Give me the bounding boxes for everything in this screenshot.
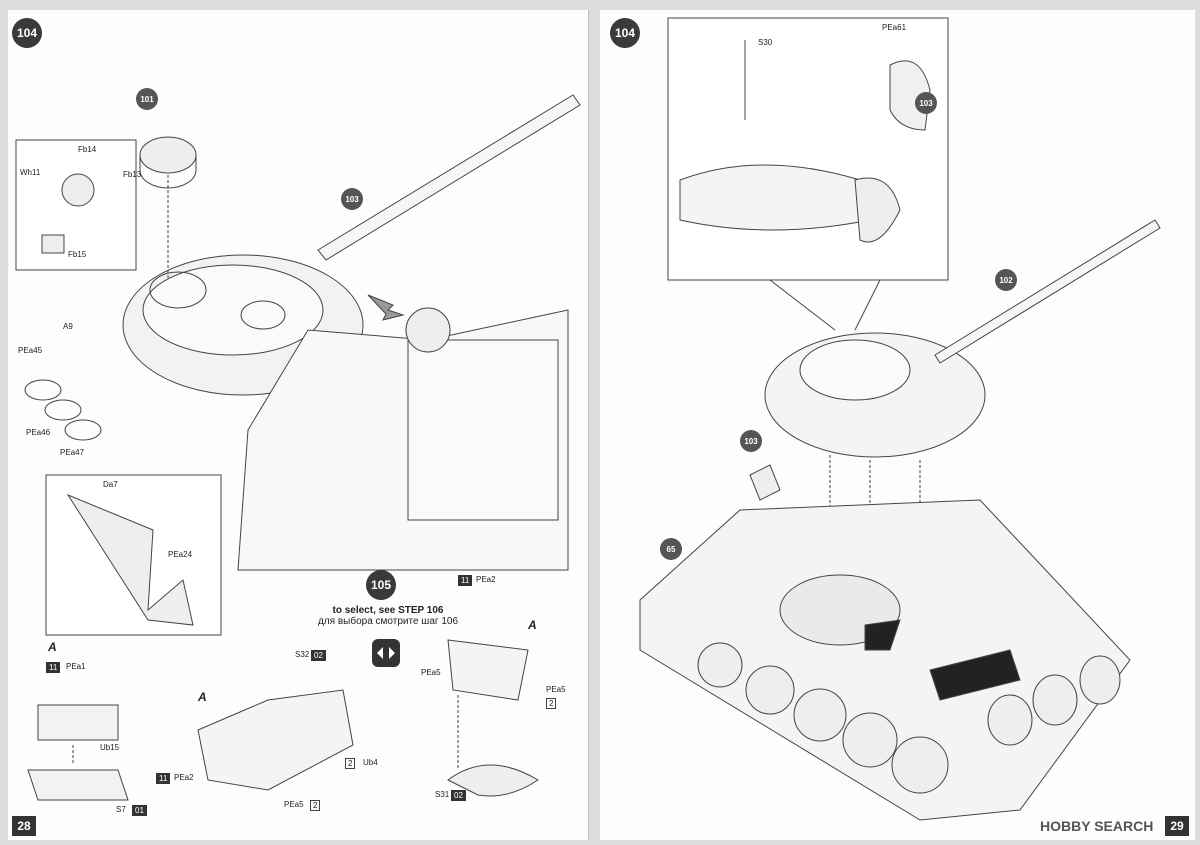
part-label: S30: [758, 38, 773, 47]
part-label: A9: [63, 322, 73, 331]
part-label: PEa47: [60, 448, 85, 457]
part-label: Da7: [103, 480, 118, 489]
part-label: Ub15: [100, 743, 120, 752]
part-label: Wh11: [20, 168, 41, 177]
step-number: 104: [610, 18, 640, 48]
part-label: S32: [295, 650, 310, 659]
part-label: S31: [435, 790, 450, 799]
step-105-number: 105: [366, 570, 396, 600]
part-label: Fb15: [68, 250, 87, 259]
page-number: 28: [12, 816, 36, 836]
step-105-note: to select, see STEP 106 для выбора смотр…: [313, 605, 463, 627]
callout-102: 102: [995, 269, 1017, 291]
color-code: 02: [311, 650, 326, 661]
part-label: PEa5: [421, 668, 441, 677]
part-label: PEa1: [66, 662, 86, 671]
callout-65: 65: [660, 538, 682, 560]
multiplier: 2: [546, 698, 557, 709]
part-label: Fb14: [78, 145, 97, 154]
part-label: PEa46: [26, 428, 51, 437]
callout-101: 101: [136, 88, 158, 110]
part-label: PEa5: [546, 685, 566, 694]
part-label: PEa2: [174, 773, 194, 782]
select-arrows-icon: [372, 639, 400, 667]
part-label: PEa5: [284, 800, 304, 809]
note-en: to select, see STEP 106: [332, 605, 444, 616]
marker-a: A: [528, 618, 537, 632]
left-page-drawing: [15, 94, 581, 801]
marker-a: A: [48, 640, 57, 654]
part-label: PEa24: [168, 550, 193, 559]
step-number: 104: [12, 18, 42, 48]
color-code: 11: [458, 575, 473, 586]
color-code: 02: [451, 790, 466, 801]
color-code: 11: [156, 773, 171, 784]
part-label: Ub4: [363, 758, 378, 767]
part-label: PEa45: [18, 346, 43, 355]
callout-103: 103: [740, 430, 762, 452]
part-label: PEa2: [476, 575, 496, 584]
callout-103: 103: [915, 92, 937, 114]
right-page-drawing: [639, 17, 1161, 821]
color-code: 01: [132, 805, 147, 816]
part-label: PEa61: [882, 23, 907, 32]
left-page: 104 101 103 Fb14 Wh11 Fb13 Fb15 A9 PEa45…: [8, 10, 589, 840]
marker-a: A: [198, 690, 207, 704]
note-ru: для выбора смотрите шаг 106: [318, 616, 458, 627]
color-code: 11: [46, 662, 61, 673]
page-number: 29: [1165, 816, 1189, 836]
part-label: S7: [116, 805, 126, 814]
watermark: HOBBY SEARCH: [1040, 818, 1154, 834]
multiplier: 2: [345, 758, 356, 769]
multiplier: 2: [310, 800, 321, 811]
right-page: 104 S30 PEa61 103 102 103 65 HOBBY SEARC…: [600, 10, 1195, 840]
part-label: Fb13: [123, 170, 142, 179]
callout-103: 103: [341, 188, 363, 210]
